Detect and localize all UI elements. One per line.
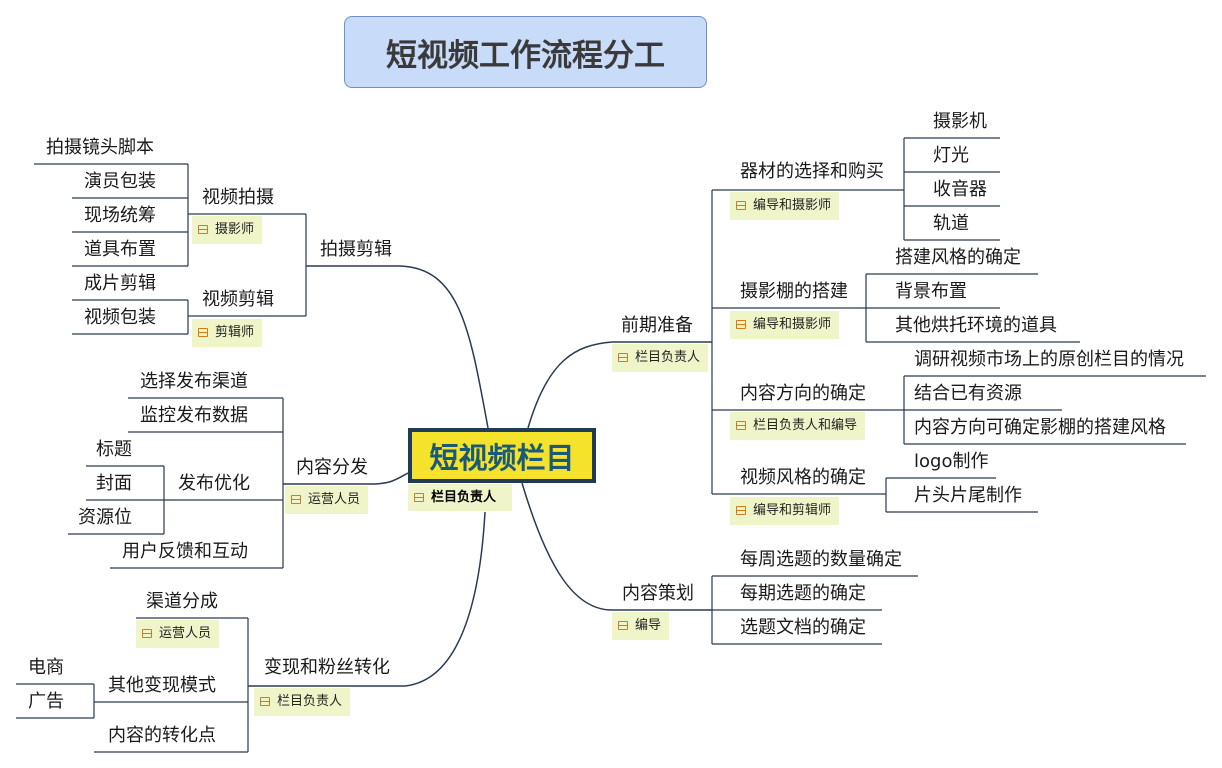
subtopic-shooting-4[interactable]: 道具布置 (84, 239, 156, 260)
tag-text: 栏目负责人 (635, 350, 701, 365)
tag-distribution: 运营人员 (285, 486, 369, 514)
subtopic-equipment-2[interactable]: 灯光 (933, 145, 969, 166)
tag-text: 编导和剪辑师 (753, 503, 832, 518)
subtopic-other-modes-1[interactable]: 电商 (28, 657, 64, 678)
tag-studio: 编导和摄影师 (730, 311, 840, 339)
topic-shooting-editing[interactable]: 拍摄剪辑 (320, 239, 392, 260)
page-title: 短视频工作流程分工 (344, 16, 707, 88)
label-icon (736, 421, 746, 430)
label-icon (414, 493, 424, 502)
tag-shooting: 摄影师 (192, 216, 263, 244)
subtopic-studio-3[interactable]: 其他烘托环境的道具 (895, 315, 1057, 336)
subtopic-editing-1[interactable]: 成片剪辑 (84, 273, 156, 294)
subtopic-shooting-1[interactable]: 拍摄镜头脚本 (46, 137, 154, 158)
subtopic-planning-2[interactable]: 每期选题的确定 (740, 583, 866, 604)
tag-text: 编导和摄影师 (753, 317, 832, 332)
label-icon (618, 353, 628, 362)
subtopic-style-2[interactable]: 片头片尾制作 (914, 485, 1022, 506)
subtopic-conversion-point[interactable]: 内容的转化点 (108, 725, 216, 746)
subtopic-equipment-3[interactable]: 收音器 (933, 179, 987, 200)
curve-planning (521, 482, 712, 611)
subtopic-studio-2[interactable]: 背景布置 (895, 281, 967, 302)
central-topic-tag-text: 栏目负责人 (431, 490, 497, 505)
label-icon (736, 506, 746, 515)
topic-channel-split[interactable]: 渠道分成 (146, 591, 218, 612)
tag-text: 摄影师 (215, 222, 255, 237)
topic-optimize[interactable]: 发布优化 (178, 473, 250, 494)
tag-text: 运营人员 (159, 626, 212, 641)
tag-text: 编导和摄影师 (753, 198, 832, 213)
subtopic-shooting-2[interactable]: 演员包装 (84, 171, 156, 192)
curve-shooting (306, 265, 489, 429)
label-icon (736, 320, 746, 329)
tag-style: 编导和剪辑师 (730, 497, 840, 525)
central-topic-tag: 栏目负责人 (408, 484, 512, 511)
subtopic-select-channel[interactable]: 选择发布渠道 (140, 371, 248, 392)
topic-studio[interactable]: 摄影棚的搭建 (740, 281, 848, 302)
subtopic-content-direction-1[interactable]: 调研视频市场上的原创栏目的情况 (914, 349, 1184, 370)
curve-preparation (527, 341, 712, 429)
subtopic-optimize-1[interactable]: 标题 (96, 439, 132, 460)
topic-content-direction[interactable]: 内容方向的确定 (740, 383, 866, 404)
subtopic-feedback[interactable]: 用户反馈和互动 (122, 541, 248, 562)
curve-monetization (248, 511, 486, 687)
tag-channel-split: 运营人员 (136, 620, 220, 648)
subtopic-planning-3[interactable]: 选题文档的确定 (740, 617, 866, 638)
subtopic-content-direction-3[interactable]: 内容方向可确定影棚的搭建风格 (914, 417, 1166, 438)
subtopic-other-modes-2[interactable]: 广告 (28, 691, 64, 712)
topic-preparation[interactable]: 前期准备 (621, 315, 693, 336)
tag-text: 运营人员 (308, 492, 361, 507)
subtopic-editing-2[interactable]: 视频包装 (84, 307, 156, 328)
topic-style[interactable]: 视频风格的确定 (740, 467, 866, 488)
topic-planning[interactable]: 内容策划 (622, 583, 694, 604)
subtopic-planning-1[interactable]: 每周选题的数量确定 (740, 549, 902, 570)
topic-equipment[interactable]: 器材的选择和购买 (740, 161, 884, 182)
subtopic-style-1[interactable]: logo制作 (914, 451, 989, 472)
topic-other-modes[interactable]: 其他变现模式 (108, 675, 216, 696)
topic-editing[interactable]: 视频剪辑 (202, 289, 274, 310)
tag-planning: 编导 (612, 612, 670, 640)
topic-monetization[interactable]: 变现和粉丝转化 (264, 657, 390, 678)
tag-text: 剪辑师 (215, 325, 255, 340)
label-icon (736, 201, 746, 210)
label-icon (142, 629, 152, 638)
label-icon (198, 328, 208, 337)
tag-text: 栏目负责人和编导 (753, 418, 858, 433)
central-topic[interactable]: 短视频栏目 (408, 428, 596, 483)
subtopic-shooting-3[interactable]: 现场统筹 (84, 205, 156, 226)
label-icon (291, 495, 301, 504)
label-icon (260, 697, 270, 706)
tag-preparation: 栏目负责人 (612, 344, 709, 372)
curve-distribution (283, 471, 411, 485)
subtopic-optimize-3[interactable]: 资源位 (78, 507, 132, 528)
topic-distribution[interactable]: 内容分发 (296, 457, 368, 478)
subtopic-equipment-4[interactable]: 轨道 (933, 213, 969, 234)
tag-text: 栏目负责人 (277, 694, 343, 709)
subtopic-monitor-data[interactable]: 监控发布数据 (140, 405, 248, 426)
topic-shooting[interactable]: 视频拍摄 (202, 187, 274, 208)
subtopic-equipment-1[interactable]: 摄影机 (933, 111, 987, 132)
label-icon (618, 621, 628, 630)
subtopic-optimize-2[interactable]: 封面 (96, 473, 132, 494)
tag-equipment: 编导和摄影师 (730, 192, 840, 220)
tag-editing: 剪辑师 (192, 319, 263, 347)
label-icon (198, 225, 208, 234)
subtopic-studio-1[interactable]: 搭建风格的确定 (895, 247, 1021, 268)
tag-monetization: 栏目负责人 (254, 688, 351, 716)
subtopic-content-direction-2[interactable]: 结合已有资源 (914, 383, 1022, 404)
tag-content-direction: 栏目负责人和编导 (730, 412, 866, 440)
tag-text: 编导 (635, 618, 662, 633)
